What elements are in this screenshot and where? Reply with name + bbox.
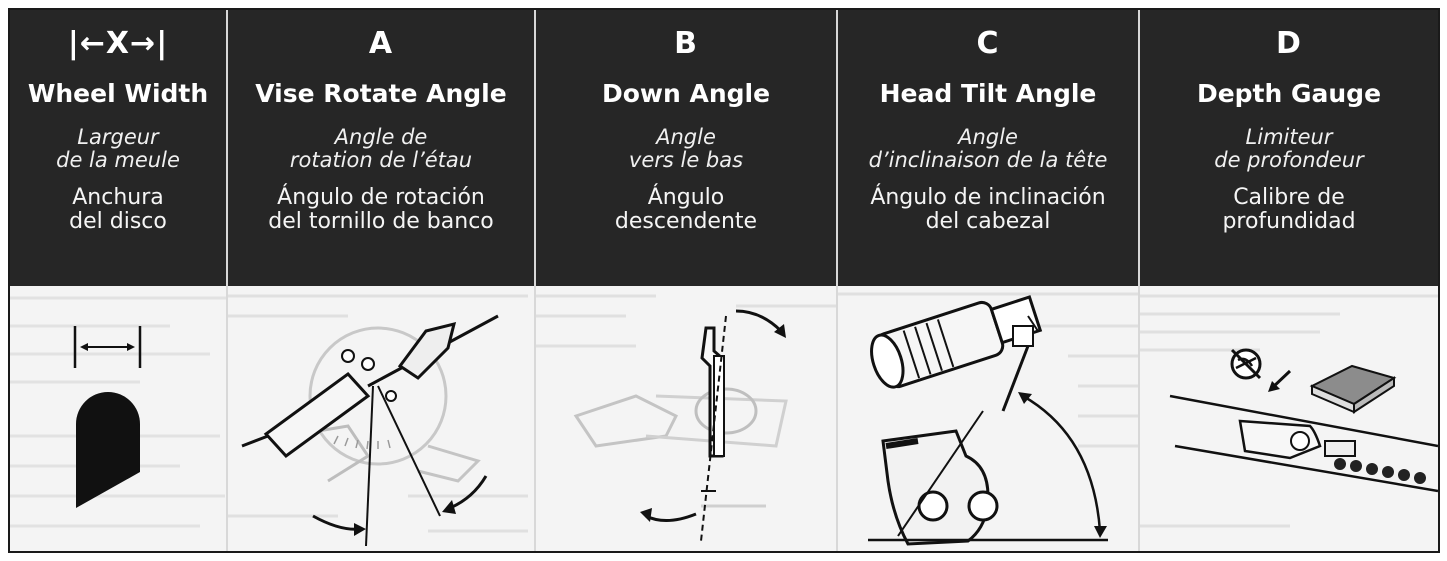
column-title: Wheel Width [27,79,209,108]
down-angle-illustration [536,286,836,551]
column-title: Down Angle [601,79,771,108]
column-symbol: B [674,26,698,61]
vise-rotate-illustration [228,286,534,551]
column-symbol: |←X→| [67,26,169,61]
depth-gauge-illustration [1140,286,1438,551]
head-tilt-illustration [838,286,1138,551]
column-title: Depth Gauge [1196,79,1382,108]
wheel-width-illustration [10,286,226,551]
column-title: Vise Rotate Angle [255,79,507,108]
column-symbol: C [976,26,1000,61]
column-title: Head Tilt Angle [879,79,1097,108]
column-symbol: D [1276,26,1302,61]
column-symbol: A [368,26,394,61]
